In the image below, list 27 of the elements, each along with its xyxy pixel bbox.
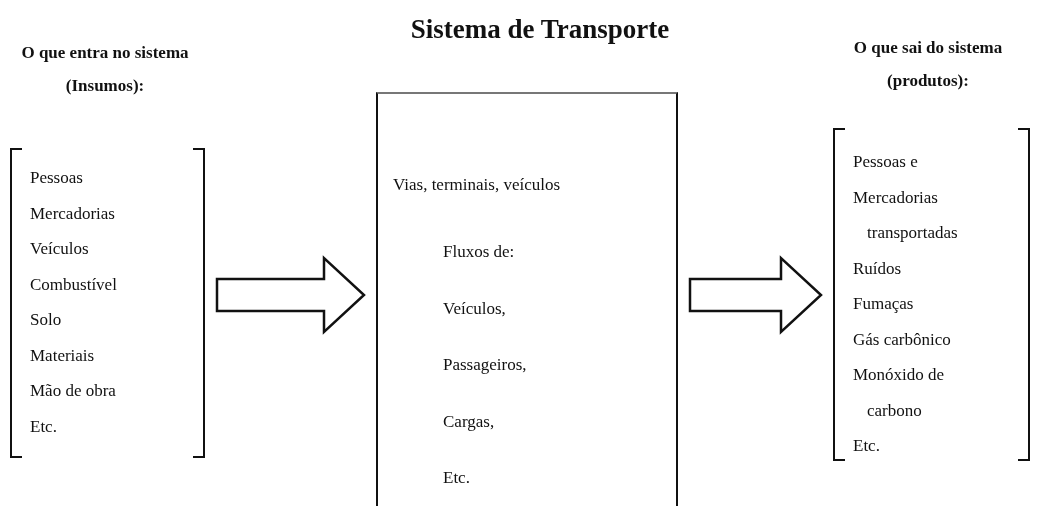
system-box: [376, 92, 678, 506]
list-item: Monóxido de carbono: [853, 364, 946, 422]
list-item: Mão de obra: [30, 380, 117, 402]
column-heading: O que entra no sistema (Insumos):: [20, 42, 190, 97]
list-item: Ruídos: [853, 257, 903, 280]
flow-item: Cargas,: [443, 410, 495, 433]
list-item: Mercadorias: [30, 202, 116, 225]
diagram-title: Sistema de Transporte: [409, 14, 671, 45]
list-item: Materiais: [30, 344, 96, 367]
flow-item: Passageiros,: [443, 354, 527, 376]
block-arrow: [688, 255, 823, 335]
column-heading: O que sai do sistema (produtos):: [852, 37, 1004, 92]
list-item: Veículos: [30, 238, 90, 260]
list-item: Mercadorias transportadas: [853, 186, 959, 244]
flow-item: Veículos,: [443, 297, 506, 320]
list-item: Solo: [30, 309, 63, 331]
list-item: Gás carbônico: [853, 328, 952, 351]
list-item: Etc.: [853, 435, 881, 457]
list-item: Etc.: [30, 415, 58, 438]
flow-item: Etc.: [443, 467, 470, 489]
list-item: Pessoas: [30, 167, 84, 189]
list-item: Pessoas e: [853, 151, 919, 173]
box-subheading: Fluxos de:: [443, 241, 515, 263]
list-item: Fumaças: [853, 293, 915, 315]
box-text: Vias, terminais, veículos: [393, 174, 561, 196]
list-item: Combustível: [30, 273, 118, 296]
block-arrow: [215, 255, 366, 335]
